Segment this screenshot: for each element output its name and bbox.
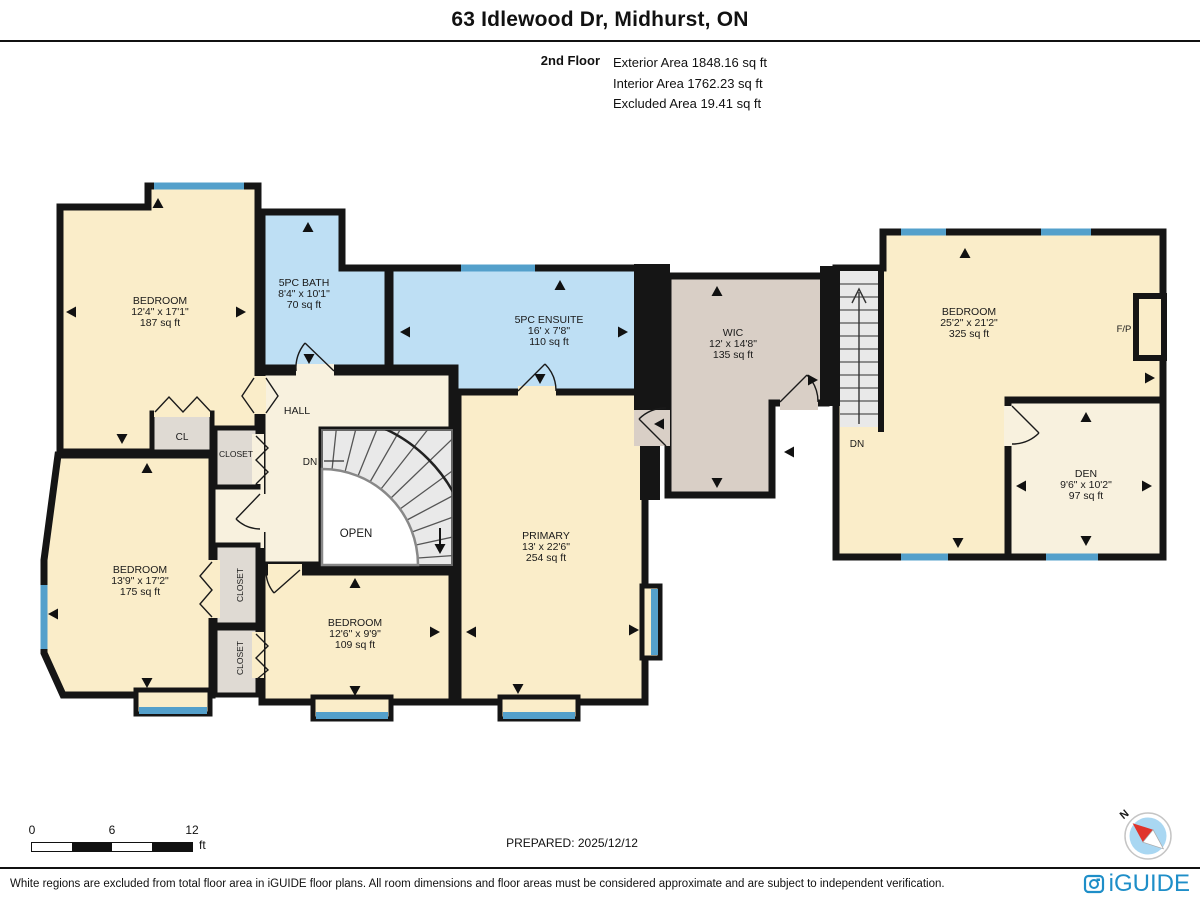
svg-text:12'6" x 9'9": 12'6" x 9'9" <box>329 628 381 640</box>
windows <box>40 182 1098 719</box>
label-primary: PRIMARY <box>522 530 570 542</box>
svg-text:254 sq ft: 254 sq ft <box>526 552 566 564</box>
svg-text:9'6" x 10'2": 9'6" x 10'2" <box>1060 479 1112 491</box>
label-dn-curved: DN <box>303 457 317 468</box>
closets <box>149 410 261 698</box>
room-den <box>1004 396 1167 561</box>
label-dn-straight: DN <box>850 439 864 450</box>
compass-n-label: N <box>1118 808 1132 822</box>
open-to-below <box>320 467 420 567</box>
footer-bar: White regions are excluded from total fl… <box>0 867 1200 898</box>
interior-area: Interior Area 1762.23 sq ft <box>613 75 763 91</box>
svg-text:12' x 14'8": 12' x 14'8" <box>709 338 757 350</box>
label-bedroom-top-right: BEDROOM <box>942 306 996 318</box>
room-primary <box>454 388 649 706</box>
svg-text:325 sq ft: 325 sq ft <box>949 328 989 340</box>
scale-tick-12: 12 <box>185 823 199 837</box>
scale-bar-graphic <box>31 842 193 852</box>
exterior-area: Exterior Area 1848.16 sq ft <box>613 55 767 70</box>
doors <box>154 342 1040 681</box>
svg-text:109 sq ft: 109 sq ft <box>335 639 375 651</box>
closet-mid <box>212 542 261 628</box>
label-cl: CL <box>176 432 189 443</box>
scale-unit: ft <box>199 838 206 852</box>
scale-tick-6: 6 <box>108 823 116 837</box>
staircase-straight <box>840 268 884 432</box>
svg-text:13' x 22'6": 13' x 22'6" <box>522 541 570 553</box>
iguide-logo-text: iGUIDE <box>1108 869 1190 897</box>
label-bedroom-bottom-mid: BEDROOM <box>328 617 382 629</box>
excluded-area: Excluded Area 19.41 sq ft <box>613 96 762 111</box>
prepared-date: PREPARED: 2025/12/12 <box>506 836 638 850</box>
scale-tick-0: 0 <box>28 823 36 837</box>
svg-text:25'2" x 21'2": 25'2" x 21'2" <box>940 317 998 329</box>
svg-text:97 sq ft: 97 sq ft <box>1069 490 1104 502</box>
svg-text:70 sq ft: 70 sq ft <box>287 299 322 311</box>
svg-text:175 sq ft: 175 sq ft <box>120 586 160 598</box>
floor-info: 2nd Floor Exterior Area 1848.16 sq ft In… <box>450 53 767 115</box>
iguide-logo-icon <box>1083 874 1104 893</box>
iguide-brand: iGUIDE <box>1083 870 1190 898</box>
staircase-curved <box>320 429 453 567</box>
room-labels: BEDROOM 12'4" x 17'1" 187 sq ft 5PC BATH… <box>111 277 1112 651</box>
floor-label: 2nd Floor <box>540 53 600 68</box>
scale-bar: 0 6 12 ft <box>28 823 261 852</box>
page-title: 63 Idlewood Dr, Midhurst, ON <box>451 8 749 31</box>
disclaimer-text: White regions are excluded from total fl… <box>10 877 945 890</box>
fireplace <box>1133 293 1167 361</box>
svg-text:12'4" x 17'1": 12'4" x 17'1" <box>131 306 189 318</box>
label-bedroom-bottom-left: BEDROOM <box>113 564 167 576</box>
svg-text:16' x 7'8": 16' x 7'8" <box>528 325 570 337</box>
area-summary: Exterior Area 1848.16 sq ft Interior Are… <box>613 53 767 115</box>
label-ensuite: 5PC ENSUITE <box>515 314 584 326</box>
feature-labels: HALL CL CLOSET CLOSET CLOSET DN OPEN DN … <box>176 324 1132 675</box>
label-bath: 5PC BATH <box>279 277 330 289</box>
label-bedroom-top-left: BEDROOM <box>133 295 187 307</box>
svg-text:135 sq ft: 135 sq ft <box>713 349 753 361</box>
header-divider <box>0 40 1200 42</box>
svg-text:110 sq ft: 110 sq ft <box>529 336 569 348</box>
svg-text:8'4" x 10'1": 8'4" x 10'1" <box>278 288 330 300</box>
compass-icon: N <box>1118 808 1172 860</box>
svg-text:187 sq ft: 187 sq ft <box>140 317 180 329</box>
label-hall: HALL <box>284 405 310 417</box>
rooms <box>40 182 1167 706</box>
label-open: OPEN <box>340 528 373 540</box>
label-fireplace: F/P <box>1117 324 1132 335</box>
label-closet-2: CLOSET <box>235 568 245 602</box>
room-bedroom-bottom-left <box>40 451 216 699</box>
label-den: DEN <box>1075 468 1097 480</box>
label-wic: WIC <box>723 327 744 339</box>
room-wic <box>664 272 830 499</box>
label-closet-1: CLOSET <box>219 449 253 459</box>
label-closet-3: CLOSET <box>235 641 245 675</box>
svg-text:13'9" x 17'2": 13'9" x 17'2" <box>111 575 169 587</box>
